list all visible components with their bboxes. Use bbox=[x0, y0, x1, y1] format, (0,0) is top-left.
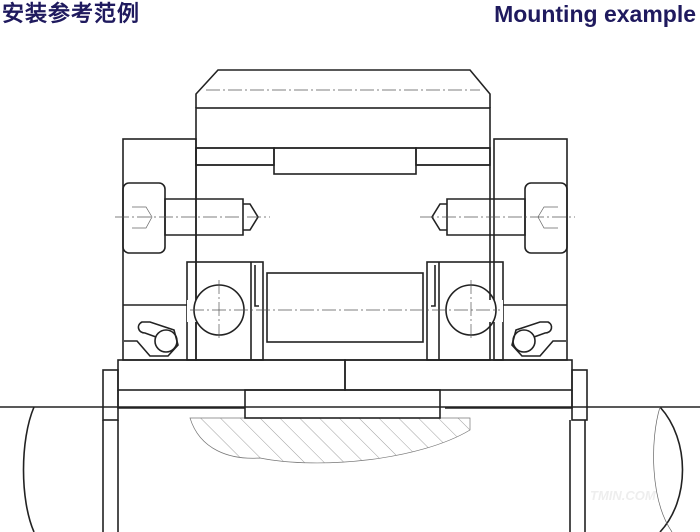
spacer-sleeve bbox=[266, 272, 424, 343]
watermark: TMIN.COM bbox=[590, 488, 656, 503]
key bbox=[244, 389, 441, 419]
title-english: Mounting example bbox=[494, 1, 696, 27]
shaft-break-left bbox=[22, 406, 35, 532]
title-chinese: 安装参考范例 bbox=[2, 1, 141, 26]
key-slot bbox=[273, 147, 417, 175]
top-cap bbox=[195, 69, 491, 108]
